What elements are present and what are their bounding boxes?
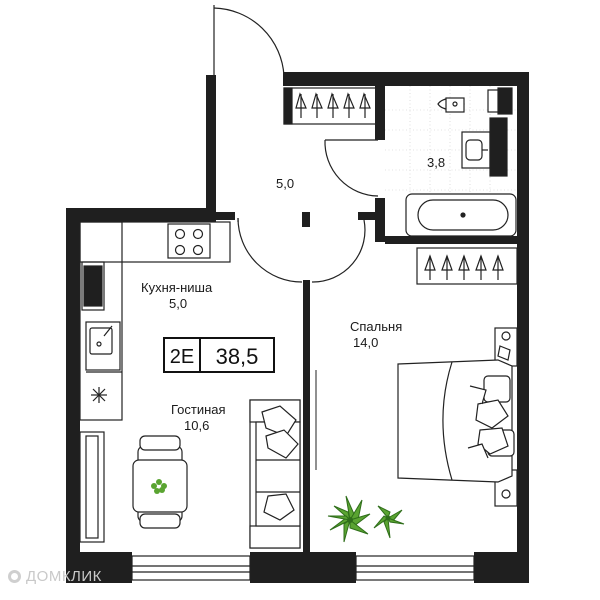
stove: [167, 223, 211, 259]
windows: [131, 555, 475, 581]
bedroom-name-label: Спальня: [350, 319, 402, 334]
watermark: ДОМКЛИК: [8, 568, 102, 585]
table-plant: [151, 479, 167, 494]
bed: [397, 327, 518, 507]
sofa: [249, 399, 301, 549]
hall-wardrobe: [283, 87, 377, 125]
living-area-label: 10,6: [184, 418, 209, 433]
domclick-logo-icon: [8, 570, 21, 583]
bedroom-wardrobe: [416, 247, 518, 285]
watermark-text: ДОМКЛИК: [26, 568, 102, 585]
bathroom-fixtures: [405, 87, 517, 237]
floor-plant: [327, 495, 405, 543]
tv-cabinet: [79, 431, 105, 543]
kitchen-area-label: 5,0: [169, 296, 187, 311]
living-name-label: Гостиная: [171, 402, 226, 417]
apartment-badge: 2Е 38,5: [163, 337, 275, 373]
apartment-type-code: 2Е: [170, 346, 194, 368]
bathroom-area-label: 3,8: [427, 155, 445, 170]
apartment-total-area: 38,5: [216, 344, 259, 369]
bedroom-area-label: 14,0: [353, 335, 378, 350]
hall-area-label: 5,0: [276, 176, 294, 191]
doors: [213, 5, 379, 283]
outer-walls: [66, 72, 529, 583]
kitchen-units: [79, 221, 231, 421]
kitchen-name-label: Кухня-ниша: [141, 280, 213, 295]
dining-set: [132, 435, 188, 529]
interior-walls: [207, 86, 517, 552]
